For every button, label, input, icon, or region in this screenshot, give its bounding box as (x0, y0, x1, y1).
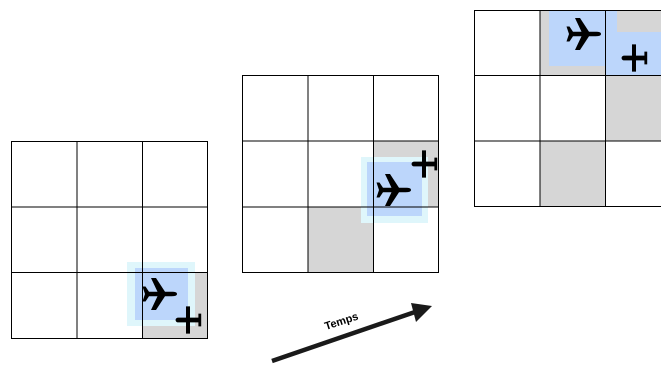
time-arrow: Temps (271, 303, 432, 364)
time-arrow-shaft (271, 309, 416, 364)
time-arrow-label: Temps (323, 311, 360, 333)
grid-3-shaded-cell (540, 141, 605, 206)
grid-3-lines (474, 10, 661, 207)
grid-time-step-3 (474, 10, 661, 207)
grid-2-lines (242, 75, 439, 273)
time-arrow-head (411, 303, 432, 322)
grid-time-step-1 (11, 141, 208, 339)
grid-1-lines (11, 141, 208, 339)
grid-3-shaded-cell (605, 75, 661, 141)
grid-time-step-2 (242, 75, 439, 273)
